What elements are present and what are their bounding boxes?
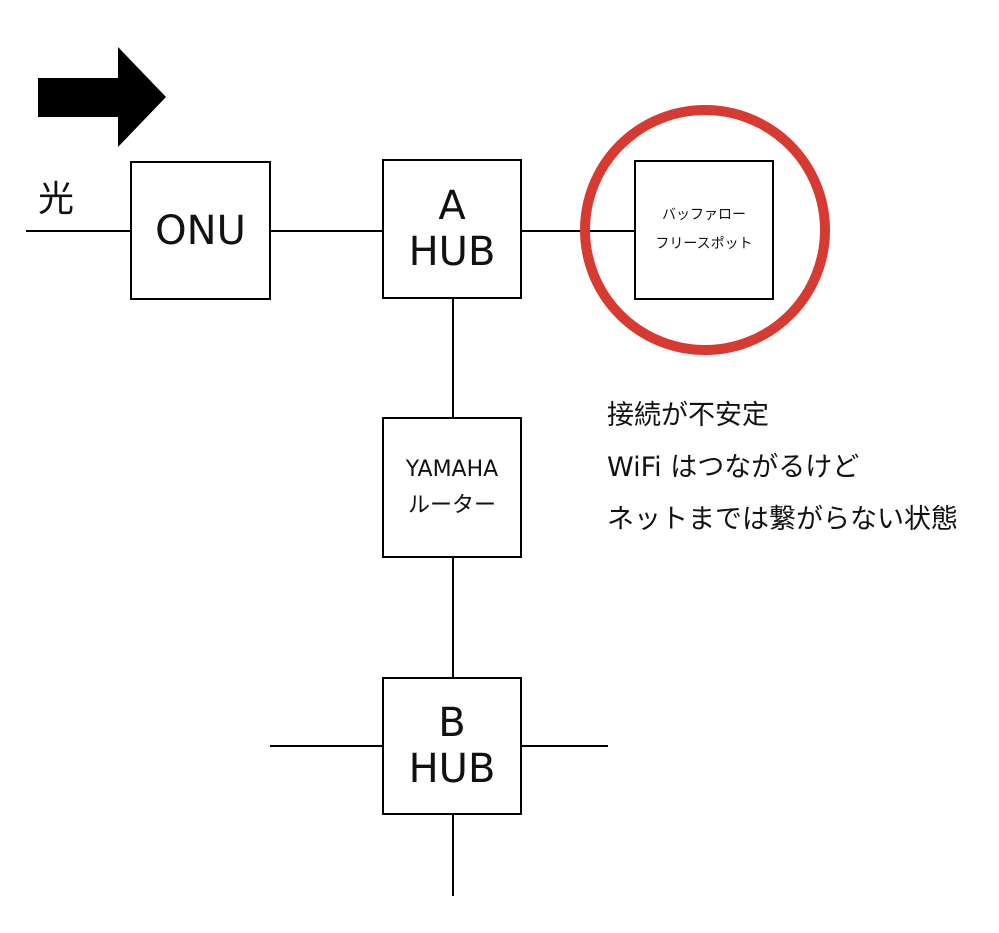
a-hub-type: HUB <box>408 229 496 275</box>
b-hub-label: B HUB <box>383 678 521 814</box>
buffalo-product: フリースポット <box>655 236 753 252</box>
yamaha-router-box <box>382 417 522 558</box>
highlight-circle <box>580 105 830 355</box>
note-line-2: WiFi はつながるけど <box>607 452 860 483</box>
buffalo-label: バッファロー フリースポット <box>635 161 773 299</box>
yamaha-type: ルーター <box>407 492 496 518</box>
note-line-3: ネットまでは繋がらない状態 <box>607 504 958 535</box>
fiber-label: 光 <box>38 179 75 220</box>
buffalo-box <box>634 160 774 300</box>
b-hub-name: B <box>438 700 466 746</box>
yamaha-router-label: YAMAHA ルーター <box>383 418 521 557</box>
onu-text: ONU <box>155 207 246 254</box>
yamaha-brand: YAMAHA <box>405 457 499 483</box>
a-hub-box <box>382 159 522 299</box>
onu-label: ONU <box>131 162 270 299</box>
direction-arrow-icon <box>38 47 166 147</box>
buffalo-brand: バッファロー <box>662 206 746 223</box>
a-hub-label: A HUB <box>383 160 521 298</box>
note-line-1: 接続が不安定 <box>607 400 769 431</box>
b-hub-box <box>382 677 522 815</box>
a-hub-name: A <box>438 183 466 229</box>
b-hub-type: HUB <box>408 746 496 792</box>
status-note: 接続が不安定 WiFi はつながるけど ネットまでは繋がらない状態 <box>607 390 958 546</box>
onu-box <box>130 161 271 300</box>
